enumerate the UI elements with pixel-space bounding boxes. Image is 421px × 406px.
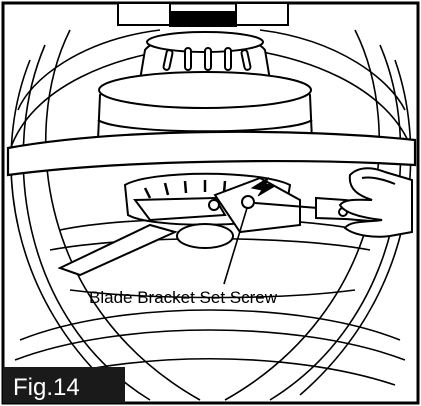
callout-leader-line <box>223 207 248 285</box>
set-screw-icon <box>241 195 255 209</box>
ceiling-mount <box>117 2 289 27</box>
fan-blade <box>6 130 417 177</box>
fig-label-text: Fig.14 <box>13 374 80 401</box>
fig-label-box <box>3 367 125 403</box>
direction-arrow-icon <box>250 176 277 197</box>
motor-cap <box>138 31 272 81</box>
hand-icon <box>338 167 413 238</box>
blade-bracket-right <box>208 176 301 234</box>
blade-bracket-left <box>57 196 227 277</box>
callout-label: Blade Bracket Set Screw <box>89 288 278 307</box>
